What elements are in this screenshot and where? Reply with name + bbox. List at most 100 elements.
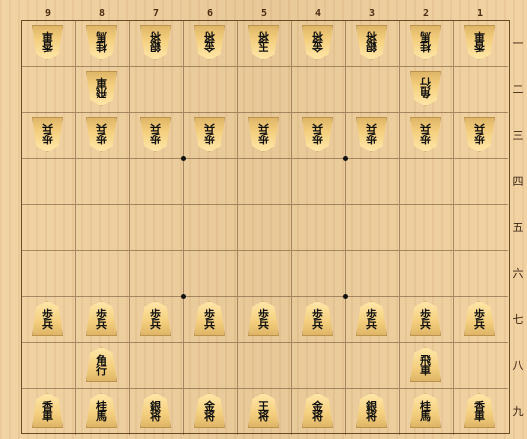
piece-label: 香車 (32, 27, 63, 56)
piece-label: 歩兵 (86, 119, 117, 148)
board-square[interactable] (130, 343, 184, 389)
file-label: 7 (129, 8, 183, 19)
piece-label: 歩兵 (248, 119, 279, 148)
piece-label: 歩兵 (194, 119, 225, 148)
piece-label: 歩兵 (140, 305, 171, 334)
board-square[interactable] (454, 343, 508, 389)
board-square[interactable] (346, 205, 400, 251)
board-square[interactable] (238, 159, 292, 205)
piece-label: 銀将 (356, 397, 387, 426)
board-square[interactable] (130, 205, 184, 251)
board-square[interactable] (130, 159, 184, 205)
piece-label: 歩兵 (302, 119, 333, 148)
piece-label: 香車 (464, 27, 495, 56)
board-square[interactable] (400, 205, 454, 251)
rank-label: 三 (511, 112, 525, 158)
piece-label: 歩兵 (464, 119, 495, 148)
piece-label: 金将 (302, 397, 333, 426)
piece-label: 歩兵 (86, 305, 117, 334)
board-square[interactable] (130, 251, 184, 297)
board-square[interactable] (76, 205, 130, 251)
piece-label: 歩兵 (356, 119, 387, 148)
board-square[interactable] (238, 251, 292, 297)
piece-label: 香車 (32, 397, 63, 426)
file-label: 4 (291, 8, 345, 19)
board-square[interactable] (238, 205, 292, 251)
piece-label: 銀将 (356, 27, 387, 56)
piece-label: 歩兵 (410, 119, 441, 148)
board-square[interactable] (292, 205, 346, 251)
piece-label: 王将 (248, 397, 279, 426)
file-label: 6 (183, 8, 237, 19)
board-square[interactable] (454, 205, 508, 251)
piece-label: 角行 (410, 73, 441, 102)
piece-label: 歩兵 (140, 119, 171, 148)
rank-label: 六 (511, 250, 525, 296)
piece-label: 桂馬 (410, 397, 441, 426)
piece-label: 歩兵 (32, 305, 63, 334)
rank-label: 九 (511, 388, 525, 434)
piece-label: 金将 (194, 397, 225, 426)
piece-label: 桂馬 (86, 27, 117, 56)
board-square[interactable] (184, 251, 238, 297)
file-label: 2 (399, 8, 453, 19)
board-square[interactable] (346, 67, 400, 113)
file-label: 8 (75, 8, 129, 19)
file-label: 9 (21, 8, 75, 19)
board-square[interactable] (184, 67, 238, 113)
board-square[interactable] (238, 67, 292, 113)
file-label: 3 (345, 8, 399, 19)
hoshi-dot (181, 156, 186, 161)
board-square[interactable] (22, 205, 76, 251)
board-square[interactable] (76, 251, 130, 297)
piece-label: 歩兵 (302, 305, 333, 334)
piece-label: 金将 (194, 27, 225, 56)
piece-label: 香車 (464, 397, 495, 426)
piece-label: 歩兵 (410, 305, 441, 334)
piece-label: 歩兵 (464, 305, 495, 334)
hoshi-dot (343, 294, 348, 299)
board-square[interactable] (454, 251, 508, 297)
board-square[interactable] (346, 343, 400, 389)
board-square[interactable] (130, 67, 184, 113)
piece-label: 銀将 (140, 27, 171, 56)
piece-label: 金将 (302, 27, 333, 56)
rank-label: 七 (511, 296, 525, 342)
piece-label: 桂馬 (410, 27, 441, 56)
board-square[interactable] (454, 159, 508, 205)
board-square[interactable] (346, 251, 400, 297)
board-square[interactable] (454, 67, 508, 113)
board-square[interactable] (400, 251, 454, 297)
piece-label: 銀将 (140, 397, 171, 426)
board-square[interactable] (292, 251, 346, 297)
piece-label: 玉将 (248, 27, 279, 56)
piece-label: 歩兵 (32, 119, 63, 148)
rank-label: 五 (511, 204, 525, 250)
board-square[interactable] (184, 205, 238, 251)
board-square[interactable] (400, 159, 454, 205)
board-square[interactable] (346, 159, 400, 205)
board-square[interactable] (292, 67, 346, 113)
board-square[interactable] (292, 159, 346, 205)
board-square[interactable] (22, 159, 76, 205)
rank-label: 四 (511, 158, 525, 204)
file-label: 1 (453, 8, 507, 19)
rank-label: 一 (511, 20, 525, 66)
piece-label: 歩兵 (194, 305, 225, 334)
board-square[interactable] (76, 159, 130, 205)
rank-label: 二 (511, 66, 525, 112)
board-square[interactable] (184, 159, 238, 205)
board-square[interactable] (292, 343, 346, 389)
board-square[interactable] (22, 67, 76, 113)
board-square[interactable] (22, 343, 76, 389)
piece-label: 桂馬 (86, 397, 117, 426)
piece-label: 飛車 (410, 351, 441, 380)
board-square[interactable] (238, 343, 292, 389)
hoshi-dot (181, 294, 186, 299)
hoshi-dot (343, 156, 348, 161)
rank-label: 八 (511, 342, 525, 388)
board-square[interactable] (184, 343, 238, 389)
file-label: 5 (237, 8, 291, 19)
board-square[interactable] (22, 251, 76, 297)
